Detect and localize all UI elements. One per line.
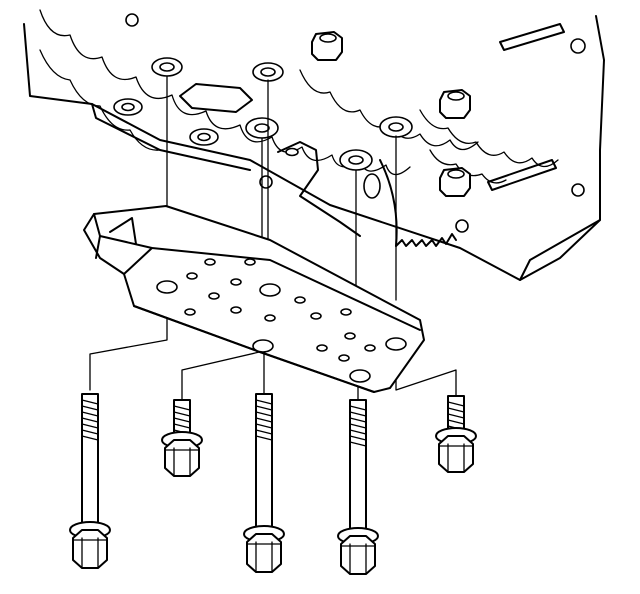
short-bolt [435, 395, 477, 473]
valve-bore-end [125, 13, 139, 27]
long-bolt [337, 399, 379, 575]
slot-feature [487, 159, 557, 191]
mounting-boss [113, 98, 143, 116]
filter-plate [83, 205, 425, 393]
plate-passage-holes [184, 258, 376, 362]
long-bolt [243, 393, 285, 573]
valve-bore-end [571, 183, 585, 197]
plate-bolt-hole [259, 283, 281, 297]
mounting-boss [189, 128, 219, 146]
mounting-boss [245, 117, 279, 139]
valve-body-right-edge [519, 219, 601, 281]
detent-lever [379, 159, 398, 247]
detent-bracket [277, 141, 361, 237]
bore-row-left [39, 49, 161, 151]
plate-bolt-hole [156, 280, 178, 294]
mounting-boss [252, 62, 284, 82]
plate-fold [123, 247, 153, 275]
plate-bolt-hole [252, 339, 274, 353]
valve-bore-end [259, 175, 273, 189]
slot-feature [499, 23, 565, 51]
valve-body-edge [91, 103, 251, 171]
bracket-slot [363, 173, 381, 199]
bracket-plate [179, 83, 253, 113]
mounting-boss [379, 116, 413, 138]
plate-side [95, 235, 101, 259]
detent-gear-teeth [395, 233, 457, 247]
installed-bolt-head [439, 89, 471, 119]
plate-bolt-hole [385, 337, 407, 351]
plate-bolt-hole [349, 369, 371, 383]
installed-bolt-head [311, 31, 343, 61]
mounting-boss [151, 57, 183, 77]
long-bolt [69, 393, 111, 569]
valve-bore-end [570, 38, 586, 54]
mounting-boss [339, 149, 373, 171]
short-bolt [161, 399, 203, 477]
plate-lip [109, 217, 137, 245]
bore-row-right [419, 109, 559, 168]
bracket-hole [285, 147, 299, 157]
lever-pivot [455, 219, 469, 233]
installed-bolt-head [439, 167, 471, 197]
